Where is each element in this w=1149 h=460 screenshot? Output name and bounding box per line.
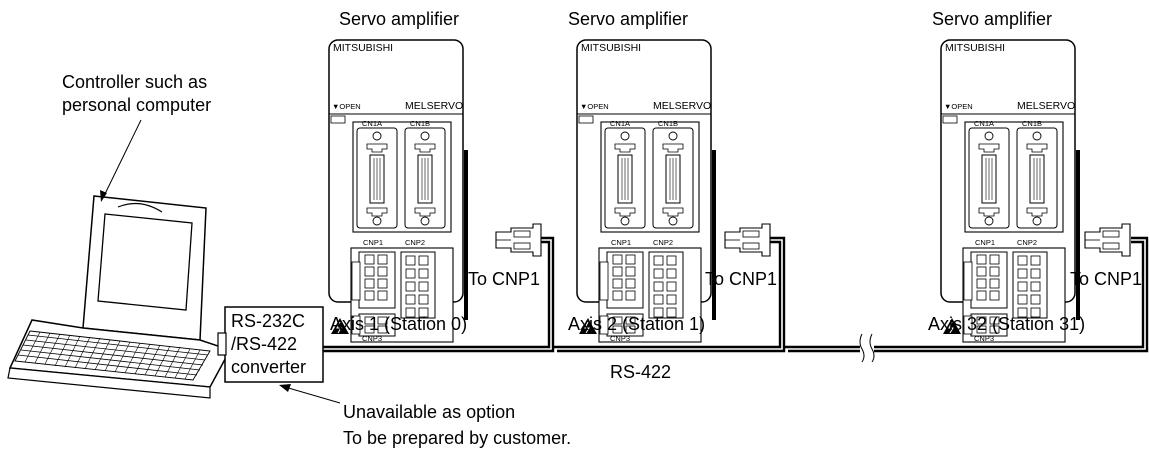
servo-amplifier-32: Servo amplifier MITSUBISHI ▼OPEN MELSERV… — [928, 9, 1142, 343]
open-label: ▼OPEN — [332, 102, 361, 111]
cn1a-label: CN1A — [362, 119, 382, 128]
converter-label-line2: /RS-422 — [231, 334, 297, 354]
axis-label: Axis 2 (Station 1) — [568, 314, 705, 334]
controller-pointer-arrowhead — [100, 190, 107, 202]
amp-edge — [464, 150, 468, 320]
servo-amplifier-title: Servo amplifier — [568, 9, 688, 29]
cnp1-plug — [1084, 223, 1131, 257]
cnp1-label: CNP1 — [611, 238, 631, 247]
cnp3-label: CNP3 — [610, 334, 630, 343]
cnp2-label: CNP2 — [405, 238, 425, 247]
converter-label-line1: RS-232C — [231, 311, 305, 331]
servo-amplifier-title: Servo amplifier — [339, 9, 459, 29]
cnp2-label: CNP2 — [1017, 238, 1037, 247]
servo-amplifier-1: Servo amplifier MITSUBISHI ▼OPEN MELSERV… — [328, 9, 542, 343]
open-label: ▼OPEN — [944, 102, 973, 111]
axis-label: Axis 1 (Station 0) — [330, 314, 467, 334]
cn1b-label: CN1B — [658, 119, 678, 128]
note-line2: To be prepared by customer. — [343, 428, 571, 448]
cable-break-mark — [859, 333, 875, 363]
controller-pointer-line — [102, 119, 142, 199]
to-cnp1-label: To CNP1 — [1070, 269, 1142, 289]
cnp3-label: CNP3 — [974, 334, 994, 343]
axis-label: Axis 32 (Station 31) — [928, 314, 1085, 334]
open-label: ▼OPEN — [580, 102, 609, 111]
cn1b-label: CN1B — [1022, 119, 1042, 128]
note-line1: Unavailable as option — [343, 402, 515, 422]
controller-label-line2: personal computer — [62, 95, 211, 115]
to-cnp1-label: To CNP1 — [468, 269, 540, 289]
laptop-computer — [7, 195, 232, 399]
cnp1-plug — [724, 223, 771, 257]
amp-edge — [712, 150, 716, 320]
model-label: MELSERVO — [653, 100, 711, 112]
brand-label: MITSUBISHI — [581, 42, 641, 54]
servo-amplifier-2: Servo amplifier MITSUBISHI ▼OPEN MELSERV… — [568, 9, 777, 343]
model-label: MELSERVO — [1017, 100, 1075, 112]
cnp1-plug — [495, 223, 542, 257]
note-pointer-line — [284, 386, 341, 404]
converter-label-line3: converter — [231, 357, 306, 377]
rs232c-rs422-converter — [217, 306, 324, 383]
cnp1-label: CNP1 — [363, 238, 383, 247]
cn1a-label: CN1A — [610, 119, 630, 128]
to-cnp1-label: To CNP1 — [705, 269, 777, 289]
note-pointer-arrowhead — [279, 384, 291, 392]
servo-amplifier-title: Servo amplifier — [932, 9, 1052, 29]
rs422-bus-label: RS-422 — [610, 362, 671, 382]
cnp1-label: CNP1 — [975, 238, 995, 247]
model-label: MELSERVO — [405, 100, 463, 112]
cn1a-label: CN1A — [974, 119, 994, 128]
brand-label: MITSUBISHI — [945, 42, 1005, 54]
controller-label-line1: Controller such as — [62, 72, 207, 92]
keyboard — [14, 330, 211, 381]
cn1b-label: CN1B — [410, 119, 430, 128]
cnp2-label: CNP2 — [653, 238, 673, 247]
brand-label: MITSUBISHI — [333, 42, 393, 54]
amp-edge — [1076, 150, 1080, 320]
cnp3-label: CNP3 — [362, 334, 382, 343]
rs422-bus-cable — [323, 236, 1149, 353]
